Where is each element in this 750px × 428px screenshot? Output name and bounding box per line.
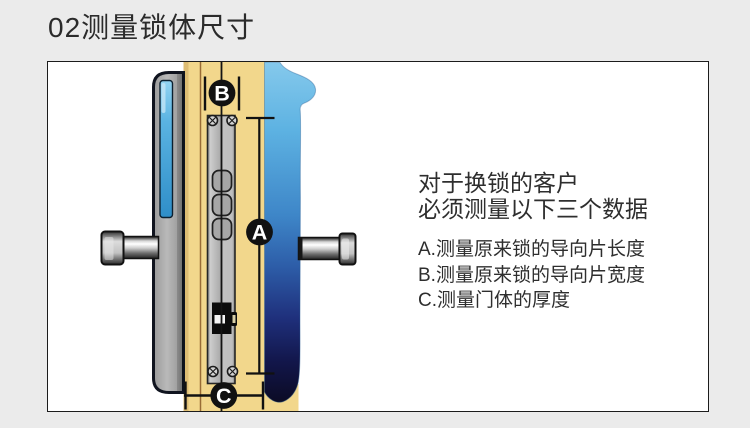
left-door-handle xyxy=(100,230,160,266)
marker-c-circle xyxy=(210,382,238,409)
lock-measurement-diagram: B A C xyxy=(100,62,357,411)
instruction-figure: B A C 对于换锁的客户 必须测 xyxy=(47,61,709,412)
door-edge-shade xyxy=(183,62,189,411)
screw-icon xyxy=(226,365,239,378)
measure-item-b: B.测量原来锁的导向片宽度 xyxy=(418,264,645,286)
marker-b-label: B xyxy=(214,82,230,106)
screw-icon xyxy=(226,114,238,127)
marker-a-label: A xyxy=(252,221,268,245)
panel-glass-highlight xyxy=(161,83,166,113)
dim-b-ticks xyxy=(203,76,241,111)
marker-a-circle xyxy=(246,218,273,246)
page-title: 02测量锁体尺寸 xyxy=(48,12,256,43)
info-heading: 对于换锁的客户 必须测量以下三个数据 xyxy=(418,170,703,222)
right-door-handle xyxy=(297,232,357,266)
dim-a-line xyxy=(246,116,275,375)
marker-b-circle xyxy=(208,79,236,107)
measure-items: A.测量原来锁的导向片长度 B.测量原来锁的导向片宽度 C.测量门体的厚度 xyxy=(418,237,703,314)
screw-icon xyxy=(206,114,219,127)
info-text: 对于换锁的客户 必须测量以下三个数据 A.测量原来锁的导向片长度 B.测量原来锁… xyxy=(418,170,703,314)
indoor-panel-shade xyxy=(177,74,184,391)
screw-icon xyxy=(207,365,219,378)
measure-item-c: C.测量门体的厚度 xyxy=(418,290,571,311)
info-heading-line1: 对于换锁的客户 xyxy=(418,170,579,196)
measure-item-a: A.测量原来锁的导向片长度 xyxy=(418,239,645,260)
panel-glass-inset xyxy=(159,79,174,219)
screws xyxy=(206,114,239,378)
info-heading-line2: 必须测量以下三个数据 xyxy=(418,196,648,222)
outdoor-panel xyxy=(264,62,317,403)
marker-c-label: C xyxy=(216,384,232,408)
